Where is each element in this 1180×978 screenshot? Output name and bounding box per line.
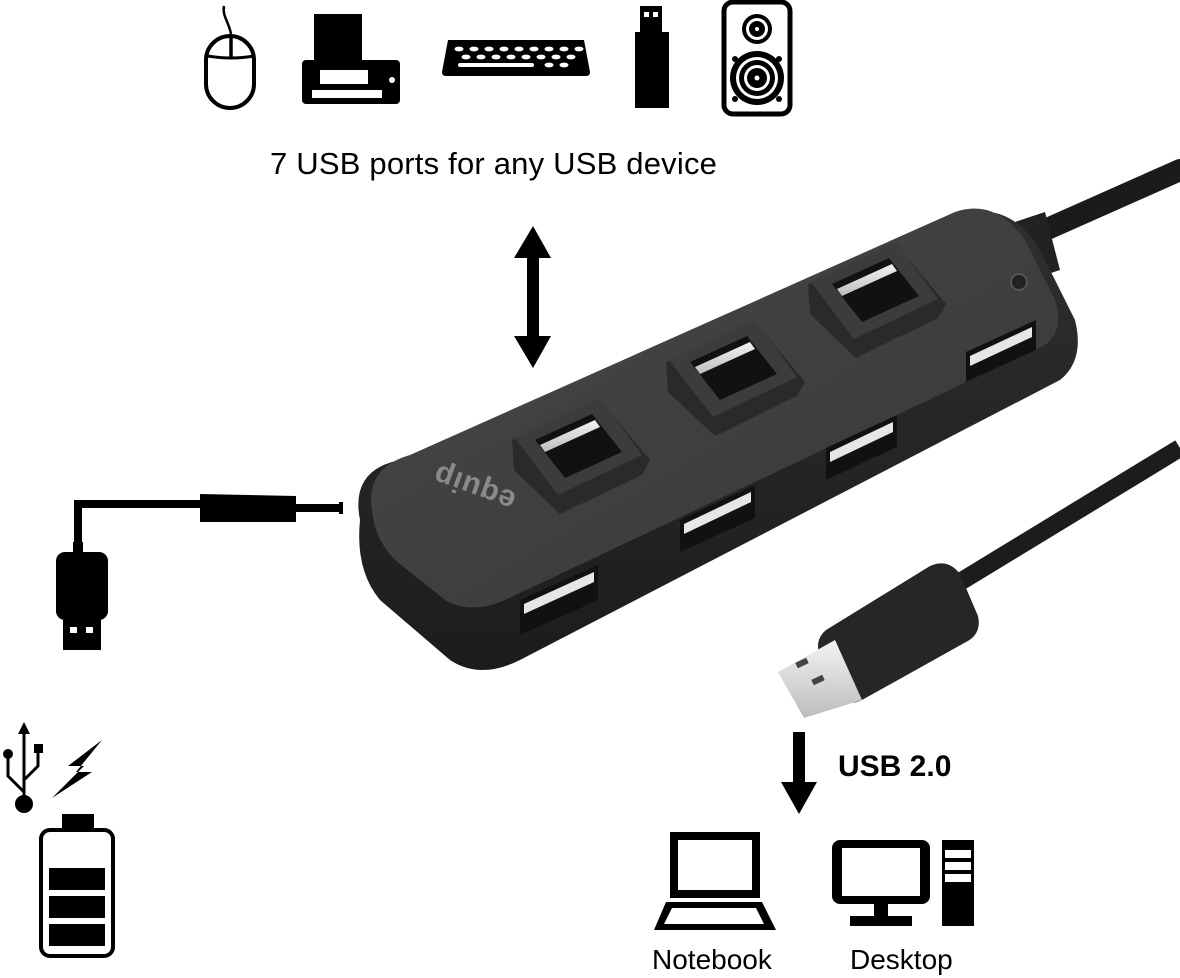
keyboard-icon bbox=[442, 40, 590, 76]
raised-port-1 bbox=[512, 398, 650, 514]
double-vertical-arrow-icon bbox=[514, 226, 551, 368]
lightning-bolt-icon bbox=[52, 740, 102, 798]
down-arrow-icon bbox=[781, 732, 817, 814]
raised-port-3 bbox=[808, 242, 946, 358]
usb-version-label: USB 2.0 bbox=[838, 750, 952, 783]
ports-caption: 7 USB ports for any USB device bbox=[270, 146, 718, 181]
usb-flash-drive-icon bbox=[635, 6, 669, 108]
notebook-label: Notebook bbox=[652, 944, 772, 975]
mouse-icon bbox=[204, 5, 256, 110]
battery-icon bbox=[39, 814, 115, 958]
power-cable-icon bbox=[56, 494, 343, 650]
usb-symbol-icon bbox=[3, 722, 43, 813]
device-icons-row bbox=[0, 0, 1180, 120]
laptop-icon bbox=[654, 832, 776, 930]
raised-port-2 bbox=[666, 320, 805, 436]
desktop-label: Desktop bbox=[850, 944, 953, 975]
side-ports bbox=[520, 320, 1036, 635]
printer-icon bbox=[302, 14, 400, 104]
desktop-computer-icon bbox=[832, 840, 974, 926]
speaker-icon bbox=[721, 0, 793, 117]
